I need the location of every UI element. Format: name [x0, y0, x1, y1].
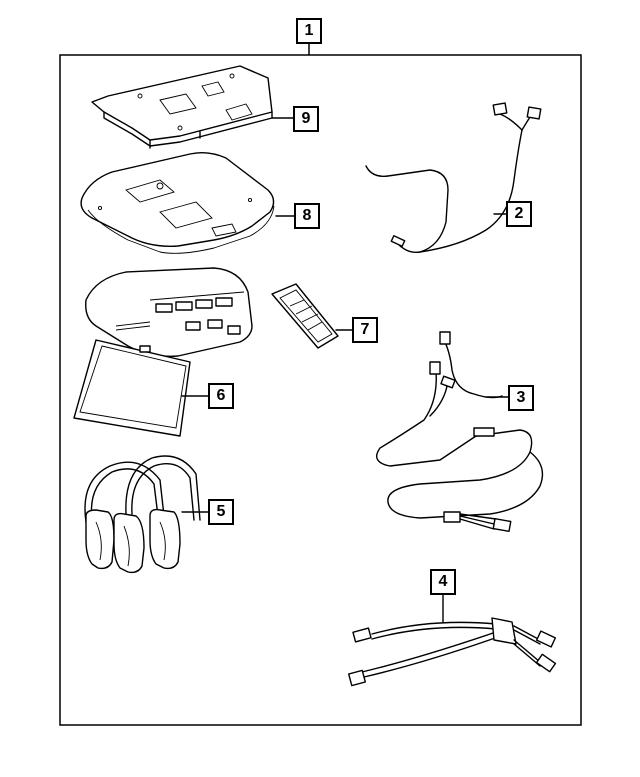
callout-7[interactable]: 7 [352, 317, 378, 343]
assembly-frame [59, 54, 582, 726]
callout-2[interactable]: 2 [506, 201, 532, 227]
wire-harness[interactable] [365, 102, 542, 254]
callout-6[interactable]: 6 [208, 383, 234, 409]
mounting-bracket[interactable] [91, 65, 273, 149]
callout-5[interactable]: 5 [208, 499, 234, 525]
wireless-headphones[interactable] [84, 455, 201, 574]
callout-3[interactable]: 3 [508, 385, 534, 411]
callout-9[interactable]: 9 [293, 106, 319, 132]
overhead-housing[interactable] [80, 151, 275, 254]
callout-1[interactable]: 1 [296, 18, 322, 44]
callout-8[interactable]: 8 [294, 203, 320, 229]
power-harness[interactable] [376, 331, 544, 533]
y-adapter-cable[interactable] [347, 617, 557, 687]
remote-control[interactable] [271, 283, 339, 349]
callout-4[interactable]: 4 [430, 569, 456, 595]
dvd-player[interactable] [73, 267, 253, 437]
